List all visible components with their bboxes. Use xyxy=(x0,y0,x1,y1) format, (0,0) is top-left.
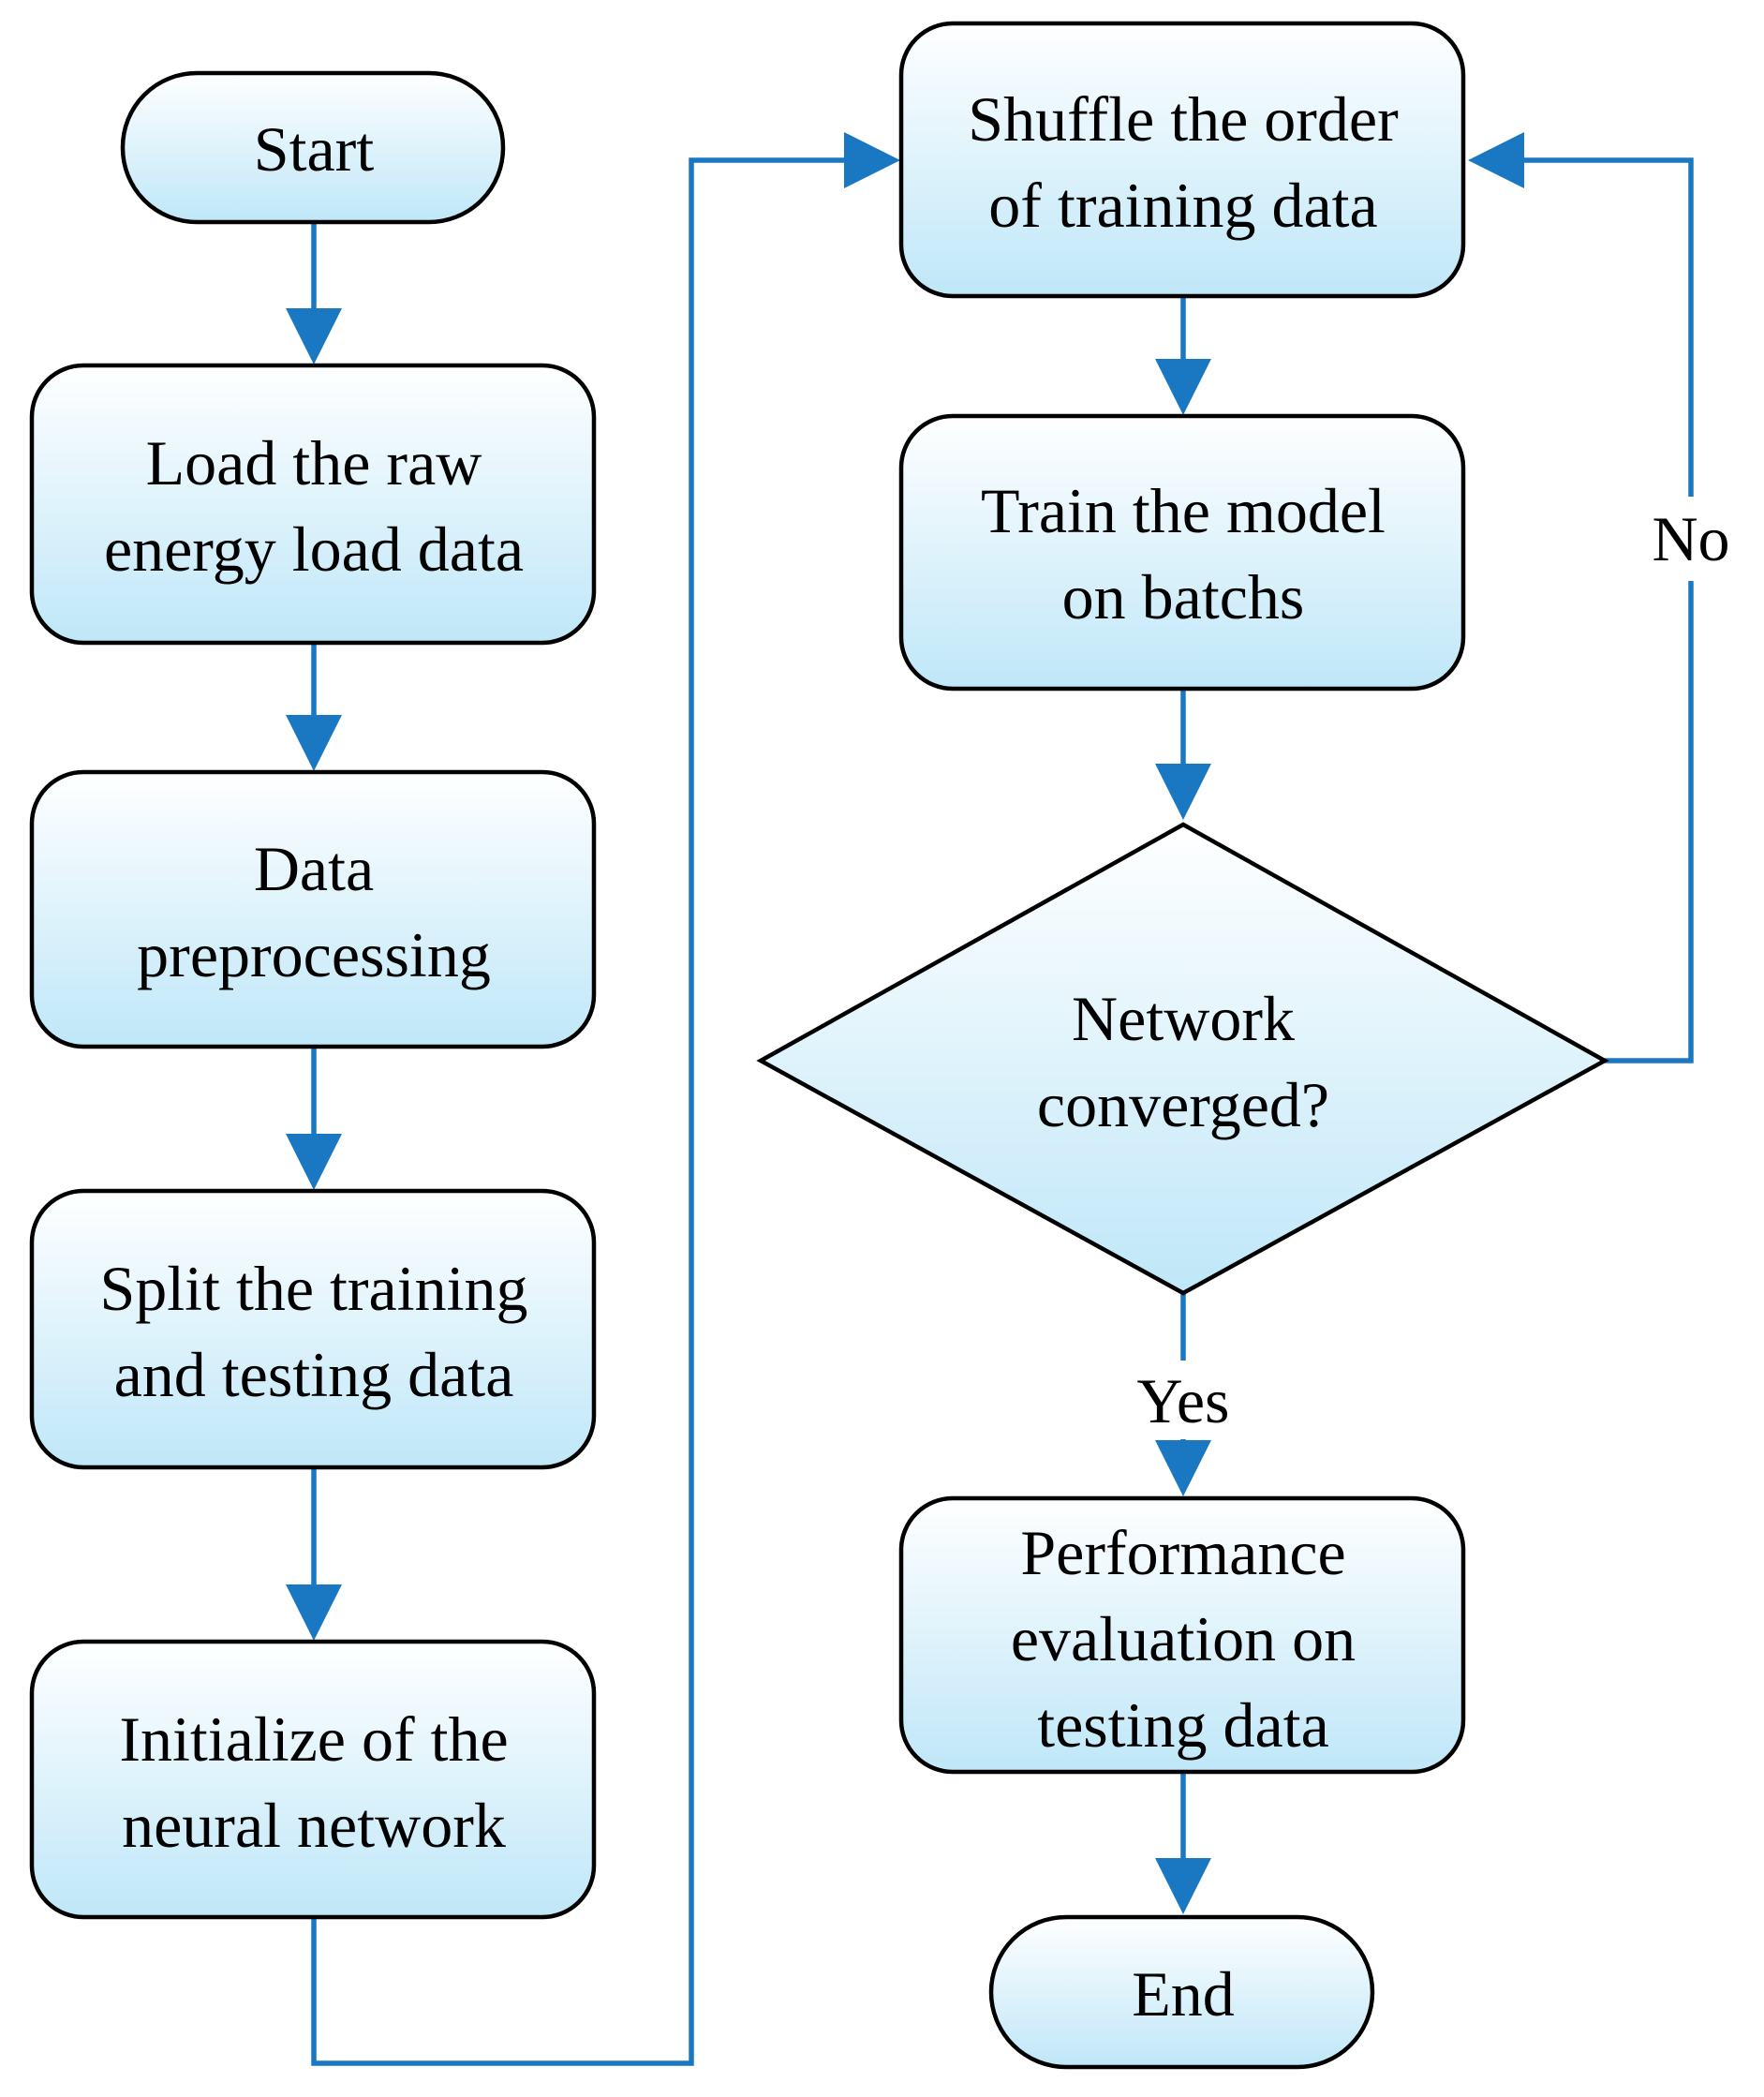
init-label-line-1: Initialize of the xyxy=(119,1703,508,1775)
evaluate-label-line-2: evaluation on xyxy=(1011,1603,1356,1674)
train-label-line-2: on batchs xyxy=(1062,561,1305,632)
train-node: Train the model on batchs xyxy=(898,413,1466,692)
init-node: Initialize of the neural network xyxy=(29,1639,597,1920)
connectors xyxy=(286,132,1694,2066)
preprocess-label-line-1: Data xyxy=(254,833,374,904)
shuffle-process-shape xyxy=(898,21,1466,299)
shuffle-label-line-2: of training data xyxy=(988,170,1377,241)
no-edge-label: No xyxy=(1652,503,1729,574)
shuffle-label-line-1: Shuffle the order xyxy=(968,83,1399,155)
arrowhead-icon xyxy=(1155,1440,1211,1496)
no-label-group: No xyxy=(1635,497,1747,581)
yes-edge-label: Yes xyxy=(1137,1365,1230,1436)
arrowhead-icon xyxy=(1155,1858,1211,1914)
preprocess-node: Data preprocessing xyxy=(29,769,597,1049)
split-process-shape xyxy=(29,1188,597,1470)
shuffle-node: Shuffle the order of training data xyxy=(898,21,1466,299)
preprocess-process-shape xyxy=(29,769,597,1049)
arrowhead-icon xyxy=(1468,132,1524,188)
arrowhead-icon xyxy=(1155,359,1211,415)
decision-label-line-1: Network xyxy=(1072,983,1295,1054)
split-label-line-2: and testing data xyxy=(114,1339,514,1410)
connector-decision-shuffle-loop xyxy=(1518,157,1694,1063)
load-process-shape xyxy=(29,363,597,646)
start-node: Start xyxy=(120,70,506,225)
init-process-shape xyxy=(29,1639,597,1920)
preprocess-label-line-2: preprocessing xyxy=(137,919,491,990)
evaluate-label-line-3: testing data xyxy=(1037,1689,1329,1761)
split-label-line-1: Split the training xyxy=(99,1253,527,1324)
split-node: Split the training and testing data xyxy=(29,1188,597,1470)
train-label-line-1: Train the model xyxy=(981,475,1386,546)
yes-label-group: Yes xyxy=(1127,1361,1239,1439)
load-label-line-2: energy load data xyxy=(104,513,524,585)
decision-node: Network converged? xyxy=(756,822,1609,1296)
evaluate-process-shape xyxy=(898,1495,1466,1775)
arrowhead-icon xyxy=(286,1584,342,1641)
arrowhead-icon xyxy=(286,715,342,771)
end-terminal-shape xyxy=(988,1914,1375,2070)
start-label: Start xyxy=(254,113,375,185)
arrowhead-icon xyxy=(286,1134,342,1190)
evaluate-node: Performance evaluation on testing data xyxy=(898,1495,1466,1775)
evaluate-label-line-1: Performance xyxy=(1020,1517,1345,1588)
init-label-line-2: neural network xyxy=(122,1790,506,1861)
load-node: Load the raw energy load data xyxy=(29,363,597,646)
no-label-background xyxy=(1635,497,1747,581)
train-process-shape xyxy=(898,413,1466,692)
arrowhead-icon xyxy=(286,308,342,364)
decision-label-line-2: converged? xyxy=(1037,1069,1329,1140)
arrowhead-icon xyxy=(844,132,900,188)
arrowhead-icon xyxy=(1155,764,1211,820)
start-terminal-shape xyxy=(120,70,506,225)
decision-diamond-shape xyxy=(756,822,1609,1296)
end-label: End xyxy=(1132,1958,1235,2030)
end-node: End xyxy=(988,1914,1375,2070)
load-label-line-1: Load the raw xyxy=(146,427,482,498)
connector-init-shuffle xyxy=(311,157,851,2066)
yes-label-background xyxy=(1127,1361,1239,1439)
